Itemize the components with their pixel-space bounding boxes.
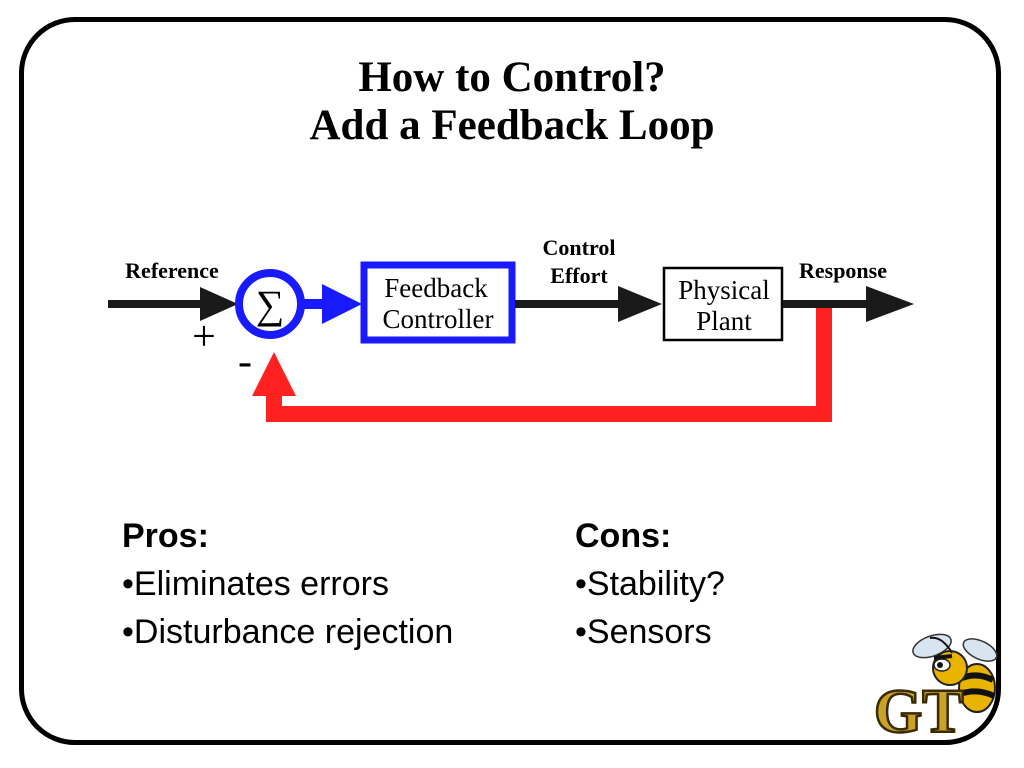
controller-label-line-1: Feedback: [384, 273, 488, 303]
cons-heading: Cons:: [575, 517, 672, 555]
error-signal-arrow: [302, 284, 362, 324]
plus-sign: +: [192, 314, 216, 360]
title-line-1: How to Control?: [358, 54, 666, 101]
cons-item-1: •Stability?: [575, 565, 725, 603]
pros-item-1: •Eliminates errors: [122, 565, 389, 603]
slide-frame: [19, 17, 1001, 745]
reference-label: Reference: [125, 258, 219, 283]
controller-label-line-2: Controller: [383, 304, 494, 334]
yellow-jacket-mascot-icon: GT: [873, 633, 998, 748]
response-arrow: [783, 286, 914, 322]
cons-item-2: •Sensors: [575, 613, 712, 651]
cons-list: Cons: •Stability? •Sensors: [575, 512, 725, 656]
title-line-2: Add a Feedback Loop: [309, 102, 715, 149]
reference-arrow: [108, 287, 238, 321]
plant-label-line-1: Physical: [678, 275, 770, 305]
gt-logo-letters: GT: [873, 677, 965, 748]
minus-sign: -: [238, 339, 252, 385]
pros-list: Pros: •Eliminates errors •Disturbance re…: [122, 512, 453, 656]
gt-logo-text: GT: [874, 678, 964, 746]
pros-item-2: •Disturbance rejection: [122, 613, 454, 651]
feedback-controller-block: Feedback Controller: [360, 261, 516, 344]
sigma-icon: ∑: [256, 282, 285, 327]
control-effort-arrow: [515, 286, 662, 322]
summing-junction: ∑: [235, 269, 305, 339]
physical-plant-block: Physical Plant: [662, 266, 784, 342]
control-effort-label-line-2: Effort: [550, 263, 608, 288]
slide-title: How to Control? Add a Feedback Loop: [0, 54, 1024, 150]
pros-heading: Pros:: [122, 517, 209, 555]
feedback-path: [252, 308, 832, 422]
response-label: Response: [799, 258, 887, 283]
plant-label-line-2: Plant: [696, 306, 752, 336]
control-effort-label-line-1: Control: [543, 235, 616, 260]
